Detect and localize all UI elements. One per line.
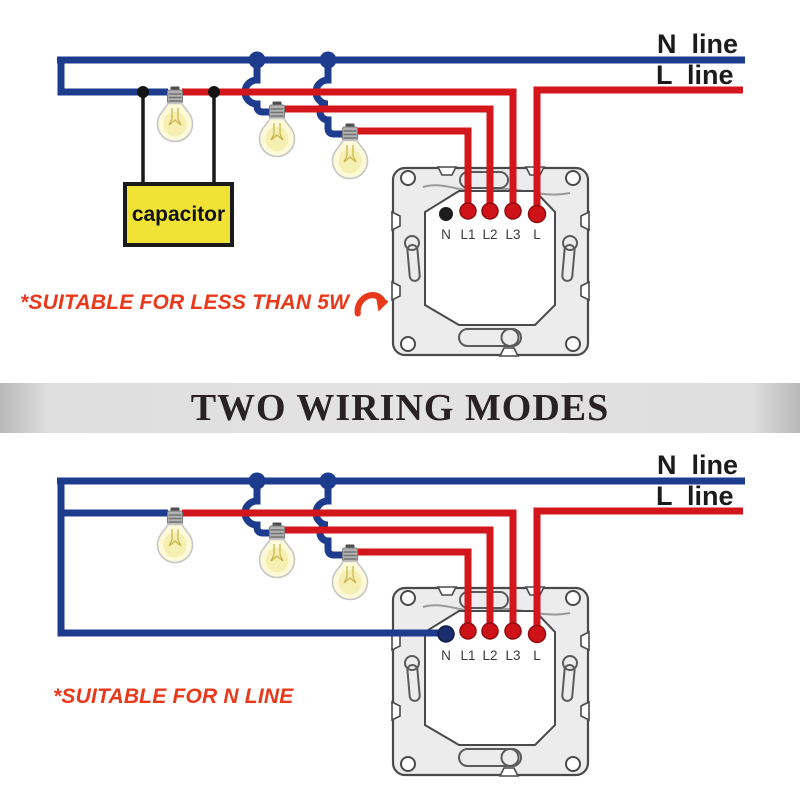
- terminal-label-l2: L2: [482, 227, 498, 242]
- n-line-label: N line: [657, 29, 739, 59]
- bulb2-to-L2-wire: [284, 105, 494, 207]
- junction-dot-blue: [319, 472, 337, 490]
- junction-dot-blue: [248, 51, 266, 69]
- terminal-dot-l1: [459, 202, 477, 220]
- live-wires: [182, 507, 743, 627]
- terminal-dot-n: [437, 625, 455, 643]
- terminal-dot-l1: [459, 622, 477, 640]
- terminal-label-l3: L3: [505, 227, 521, 242]
- terminal-label-l1: L1: [460, 227, 476, 242]
- capacitor-wires: [141, 92, 216, 186]
- capacitor-box: capacitor: [123, 182, 234, 247]
- terminal-label-n: N: [441, 648, 451, 663]
- bulb2-to-L2-wire: [284, 526, 494, 627]
- n-line-label: N line: [657, 450, 739, 480]
- mode1-note-text: *SUITABLE FOR LESS THAN 5W: [20, 291, 350, 314]
- terminal-dot-l3: [504, 202, 522, 220]
- curved-down-arrow-icon: [354, 292, 389, 317]
- terminal-dot-l: [527, 624, 547, 644]
- neutral-drop-bulb3: [312, 64, 343, 138]
- l-line-wire: [533, 86, 743, 207]
- bulb1-to-L3-wire: [182, 509, 517, 627]
- terminal-label-l: L: [533, 648, 541, 663]
- terminal-dot-l3: [504, 622, 522, 640]
- live-wires: [182, 86, 743, 207]
- junction-dot-blue: [248, 472, 266, 490]
- neutral-drop-bulb3: [312, 485, 343, 559]
- title-band: TWO WIRING MODES: [0, 383, 800, 433]
- neutral-drop-bulb2: [241, 485, 270, 537]
- mode1-note: *SUITABLE FOR LESS THAN 5W: [20, 284, 389, 322]
- terminal-label-l: L: [533, 227, 541, 242]
- neutral-drop-bulb2: [241, 64, 270, 116]
- bulb3-to-L1-wire: [357, 548, 472, 627]
- l-line-wire: [533, 507, 743, 627]
- bulb1-to-L3-wire: [182, 88, 517, 207]
- wiring-mode-1-diagram: [57, 51, 745, 358]
- mode2-note: *SUITABLE FOR N LINE: [53, 685, 293, 709]
- neutral-branch-wire: [57, 58, 168, 96]
- capacitor-label: capacitor: [131, 202, 226, 226]
- bulb3-to-L1-wire: [357, 127, 472, 207]
- wiring-mode-2-diagram: [57, 472, 745, 778]
- junction-dot-black: [208, 86, 220, 98]
- terminal-dot-l2: [481, 622, 499, 640]
- terminal-label-n: N: [441, 227, 451, 242]
- terminal-label-l1: L1: [460, 648, 476, 663]
- l-line-label: L line: [656, 481, 734, 511]
- neutral-to-N-terminal-wire: [57, 479, 446, 637]
- junction-dot-black: [137, 86, 149, 98]
- page-title: TWO WIRING MODES: [190, 387, 610, 429]
- terminal-label-l3: L3: [505, 648, 521, 663]
- terminal-dot-l: [527, 204, 547, 224]
- terminal-dot-l2: [481, 202, 499, 220]
- l-line-label: L line: [656, 60, 734, 90]
- terminal-dot-n: [439, 207, 453, 221]
- terminal-label-l2: L2: [482, 648, 498, 663]
- mode2-note-text: *SUITABLE FOR N LINE: [53, 685, 294, 708]
- junction-dot-blue: [319, 51, 337, 69]
